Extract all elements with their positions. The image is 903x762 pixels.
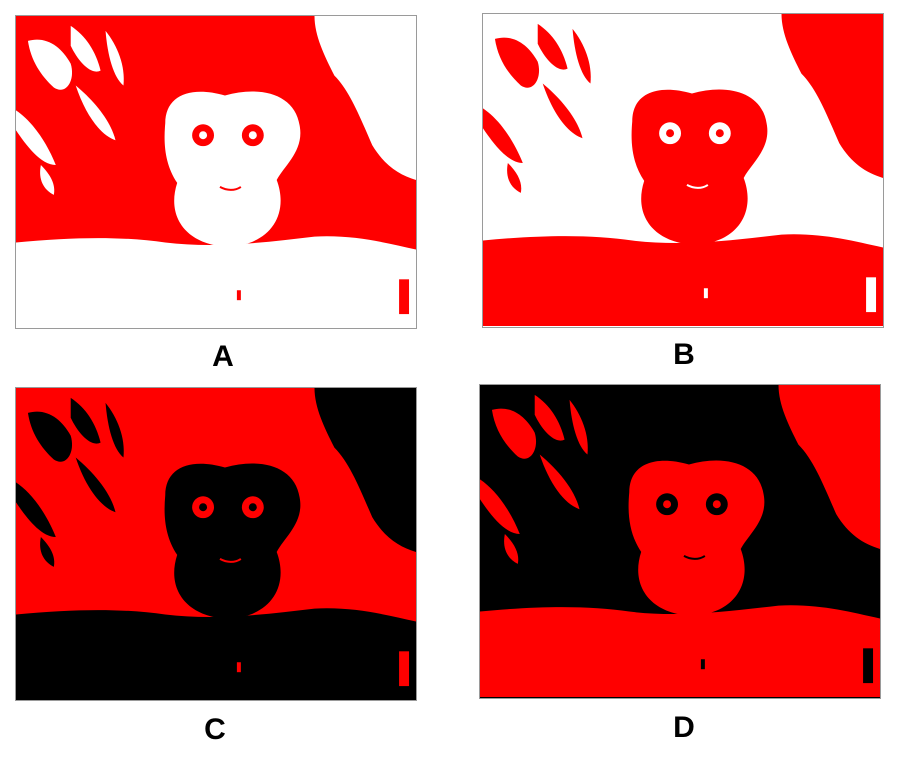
panel-a-image — [15, 15, 417, 329]
panel-d-image — [479, 384, 881, 699]
panel-c-label: C — [204, 713, 226, 746]
panel-b-image — [482, 13, 884, 328]
panel-c-image — [15, 387, 417, 701]
panel-d-label: D — [673, 711, 695, 744]
panel-b-label: B — [673, 338, 695, 371]
panel-a-label: A — [212, 340, 234, 373]
